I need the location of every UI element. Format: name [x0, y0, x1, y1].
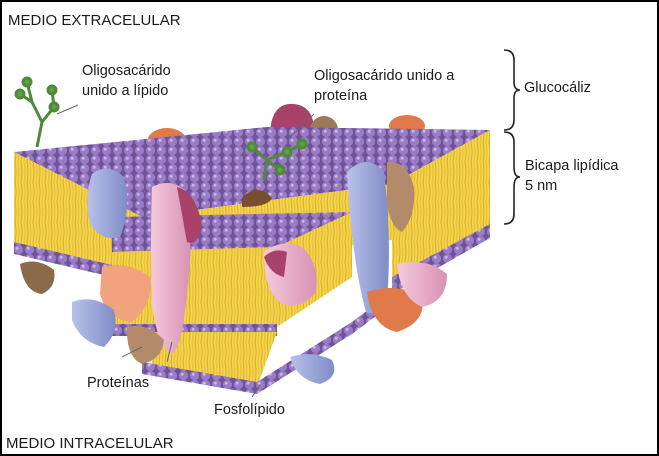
glycocalyx-brace: [504, 50, 520, 130]
bilayer-label-2: 5 nm: [525, 178, 557, 195]
lipid-bilayer: [14, 127, 490, 394]
oligosaccharide-lipid-label-2: unido a lípido: [82, 83, 168, 100]
bilayer-brace: [504, 132, 520, 224]
proteins-label: Proteínas: [87, 375, 149, 392]
glycocalyx-label: Glucocáliz: [524, 80, 591, 97]
extracellular-label: MEDIO EXTRACELULAR: [8, 12, 181, 29]
braces: [504, 50, 520, 224]
oligosaccharide-lipid-label-1: Oligosacárido: [82, 63, 171, 80]
oligosaccharide-protein-label-1: Oligosacárido unido a: [314, 68, 454, 85]
bilayer-label-1: Bicapa lipídica: [525, 158, 619, 175]
oligosaccharide-protein-label-2: proteína: [314, 88, 367, 105]
phospholipid-label: Fosfolípido: [214, 402, 285, 419]
intracellular-label: MEDIO INTRACELULAR: [6, 435, 174, 452]
